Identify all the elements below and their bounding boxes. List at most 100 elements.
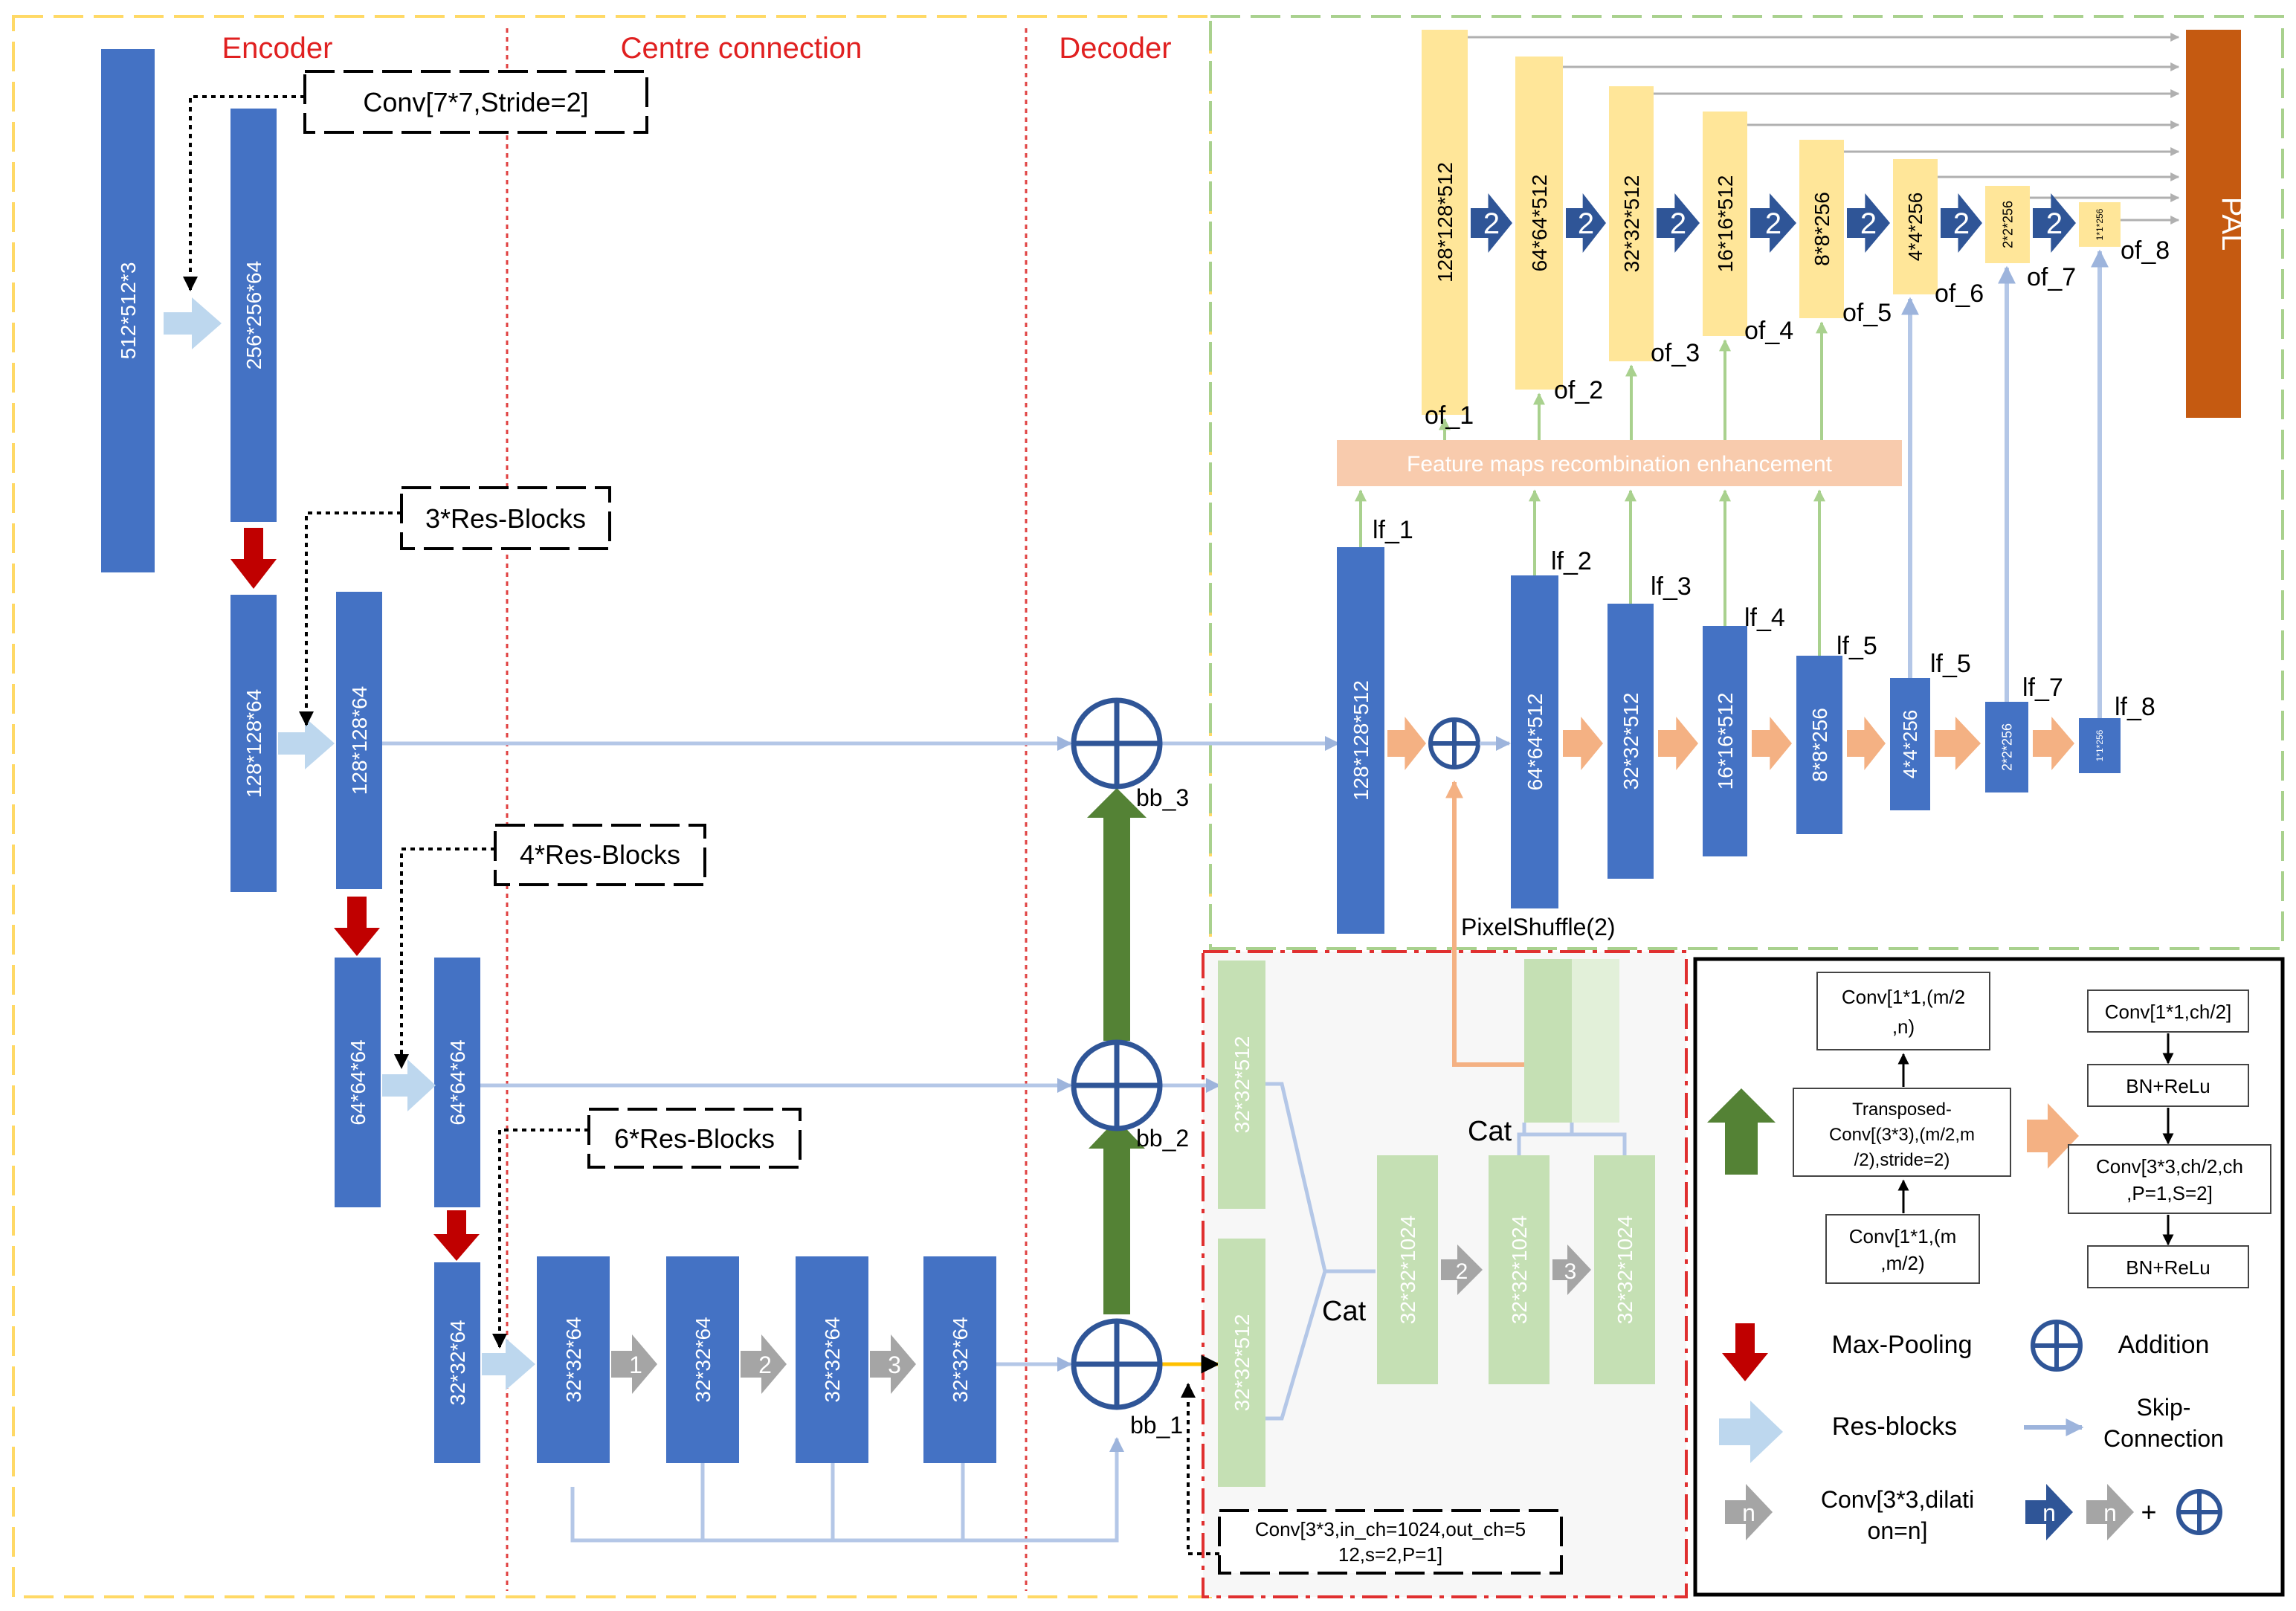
lf-block-1: 128*128*512 xyxy=(1337,547,1384,934)
encoder-l2a-block: 64*64*64 xyxy=(335,958,381,1207)
svg-text:32*32*64: 32*32*64 xyxy=(446,1320,469,1405)
conv2-arrow-3: 2 xyxy=(1657,193,1700,253)
legend-resblock-label: Res-blocks xyxy=(1832,1413,1957,1441)
of-label-8: of_8 xyxy=(2121,236,2170,265)
maxpool-arrow-1 xyxy=(230,528,277,589)
svg-text:BN+ReLu: BN+ReLu xyxy=(2126,1075,2210,1097)
upconv-arrow-1 xyxy=(1089,1119,1145,1314)
of-label-5: of_5 xyxy=(1842,299,1892,327)
svg-text:128*128*512: 128*128*512 xyxy=(1349,680,1373,801)
addition-bb1 xyxy=(1071,1318,1163,1410)
svg-text:32*32*64: 32*32*64 xyxy=(821,1317,844,1402)
svg-text:32*32*64: 32*32*64 xyxy=(691,1317,715,1402)
legend-dconv-icon: n xyxy=(1725,1484,1773,1540)
lf-block-2: 64*64*512 xyxy=(1511,575,1558,908)
conv2-arrow-5: 2 xyxy=(1847,193,1890,253)
center-c3-block: 32*32*64 xyxy=(796,1256,868,1463)
svg-text:1*1*256: 1*1*256 xyxy=(2095,729,2105,761)
svg-text:512*512*3: 512*512*3 xyxy=(117,262,140,360)
lf-label-7: lf_7 xyxy=(2022,674,2063,702)
of-block-1: 128*128*512 xyxy=(1422,30,1468,415)
svg-text:Conv[1*1,(m: Conv[1*1,(m xyxy=(1849,1225,1957,1247)
callout-res3: 3*Res-Blocks xyxy=(299,486,611,726)
svg-text:4*Res-Blocks: 4*Res-Blocks xyxy=(520,839,680,870)
cat2-label: Cat xyxy=(1468,1116,1512,1147)
lf-label-3: lf_3 xyxy=(1651,572,1692,601)
lf-block-4: 16*16*512 xyxy=(1703,626,1747,856)
orange-arrow-2 xyxy=(1658,717,1698,770)
svg-text:64*64*512: 64*64*512 xyxy=(1528,175,1551,272)
callout-res6: 6*Res-Blocks xyxy=(492,1108,802,1349)
resblock-arrow-3 xyxy=(382,1059,436,1111)
fpn-layer: 128*128*512lf_164*64*512lf_232*32*512lf_… xyxy=(1337,30,2170,934)
orange-arrow-6 xyxy=(2033,717,2074,770)
legend-orange-arrow xyxy=(2027,1103,2079,1169)
svg-text:32*32*512: 32*32*512 xyxy=(1231,1036,1254,1134)
conv2-arrow-4: 2 xyxy=(1750,193,1796,253)
of-block-8: 1*1*256 xyxy=(2079,202,2121,247)
center-in2-block: 32*32*512 xyxy=(1218,1239,1265,1487)
center-dil-arrow-3: 3 xyxy=(1552,1244,1591,1295)
of-label-1: of_1 xyxy=(1425,401,1474,430)
bb1-label: bb_1 xyxy=(1130,1412,1183,1439)
cat1-label: Cat xyxy=(1322,1296,1367,1327)
encoder-l3a-block: 32*32*64 xyxy=(434,1262,480,1463)
of-block-2: 64*64*512 xyxy=(1515,57,1563,390)
orange-arrow-3 xyxy=(1752,717,1792,770)
svg-text:PAL: PAL xyxy=(2216,197,2248,251)
center-m3-block: 32*32*1024 xyxy=(1594,1155,1655,1384)
svg-text:2: 2 xyxy=(1578,207,1594,240)
addition-bb3 xyxy=(1071,697,1163,790)
fmre-bar: Feature maps recombination enhancement xyxy=(1337,440,1902,486)
encoder-l2b-block: 64*64*64 xyxy=(434,958,480,1207)
svg-text:Conv[(3*3),(m/2,m: Conv[(3*3),(m/2,m xyxy=(1829,1125,1975,1145)
lf-label-8: lf_8 xyxy=(2115,693,2155,721)
of-label-4: of_4 xyxy=(1744,317,1793,345)
svg-text:n: n xyxy=(1742,1499,1755,1526)
center-c2-block: 32*32*64 xyxy=(666,1256,739,1463)
of-label-6: of_6 xyxy=(1935,280,1984,308)
cat1-line-bottom xyxy=(1265,1271,1327,1421)
legend-gray-n-icon: n xyxy=(2086,1484,2134,1540)
legend-skip-label-2: Connection xyxy=(2103,1425,2224,1452)
svg-text:6*Res-Blocks: 6*Res-Blocks xyxy=(614,1123,775,1154)
svg-text:Conv[1*1,(m/2: Conv[1*1,(m/2 xyxy=(1842,986,1965,1008)
conv2-arrow-2: 2 xyxy=(1566,193,1606,253)
center-m2-block: 32*32*1024 xyxy=(1489,1155,1550,1384)
svg-text:2*2*256: 2*2*256 xyxy=(1999,723,2014,771)
resblock-arrow-4 xyxy=(482,1338,535,1390)
svg-text:Feature maps recombination enh: Feature maps recombination enhancement xyxy=(1407,452,1833,477)
svg-text:64*64*512: 64*64*512 xyxy=(1523,694,1547,791)
svg-text:/2),stride=2): /2),stride=2) xyxy=(1854,1150,1950,1170)
svg-text:32*32*512: 32*32*512 xyxy=(1620,175,1643,273)
legend-maxpool-label: Max-Pooling xyxy=(1832,1331,1973,1359)
lf-block-5: 8*8*256 xyxy=(1796,656,1842,834)
legend-addition-icon xyxy=(2031,1320,2083,1372)
lf-block-8: 1*1*256 xyxy=(2079,718,2121,773)
of-block-6: 4*4*256 xyxy=(1893,159,1938,294)
svg-text:4*4*256: 4*4*256 xyxy=(1904,193,1926,262)
svg-text:2: 2 xyxy=(1953,207,1970,240)
legend-darkblue-n-icon: n xyxy=(2025,1484,2073,1540)
svg-text:8*8*256: 8*8*256 xyxy=(1808,708,1831,782)
pixelshuffle-label: PixelShuffle(2) xyxy=(1461,914,1616,940)
encoder-conv1-block: 256*256*64 xyxy=(230,109,277,522)
of-label-2: of_2 xyxy=(1554,376,1603,404)
svg-text:64*64*64: 64*64*64 xyxy=(446,1039,469,1125)
lf-block-3: 32*32*512 xyxy=(1607,604,1654,879)
pal-block: PAL xyxy=(2186,30,2248,418)
dilation-arrow-3: 3 xyxy=(870,1334,916,1394)
svg-text:2: 2 xyxy=(1456,1259,1468,1284)
dilation-arrow-1: 1 xyxy=(611,1334,657,1394)
svg-text:Conv[3*3,ch/2,ch: Conv[3*3,ch/2,ch xyxy=(2096,1155,2243,1178)
legend-resblock-icon xyxy=(1719,1401,1783,1463)
resblock-arrow-1 xyxy=(164,297,222,349)
svg-text:,m/2): ,m/2) xyxy=(1880,1252,1924,1274)
conv2-arrow-1: 2 xyxy=(1471,193,1512,253)
svg-text:n: n xyxy=(2103,1499,2117,1526)
svg-text:16*16*512: 16*16*512 xyxy=(1714,693,1737,790)
maxpool-arrow-2 xyxy=(334,897,380,956)
maxpool-arrow-3 xyxy=(433,1210,480,1261)
